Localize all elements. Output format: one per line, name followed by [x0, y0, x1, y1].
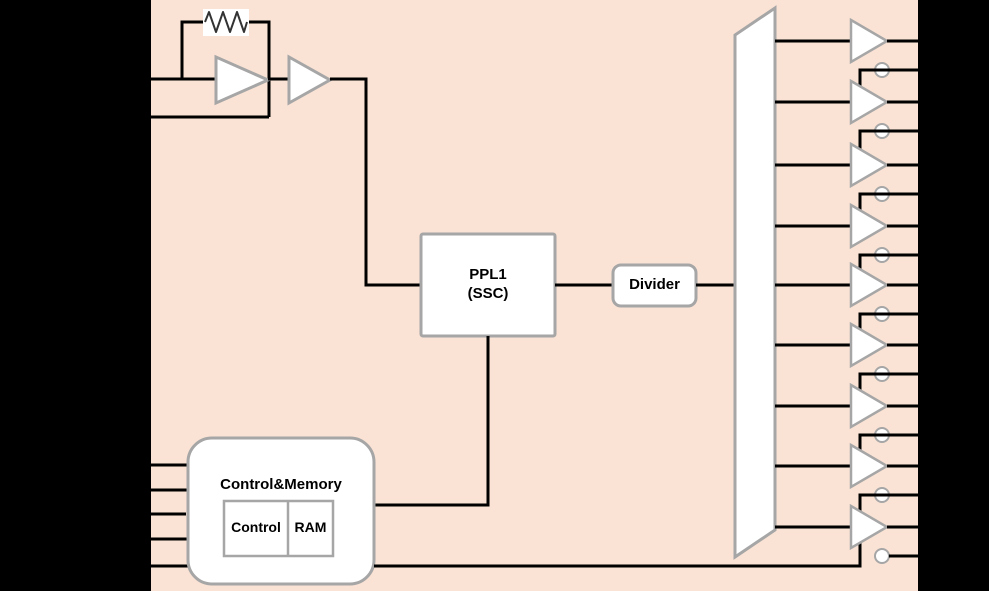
output-buffer-1[interactable]	[849, 18, 918, 93]
output-buffer-8[interactable]	[849, 443, 918, 518]
resistor-right-wire	[247, 20, 271, 117]
divider-block-label: Divider	[629, 276, 680, 293]
mux-to-buffer-wires	[775, 39, 851, 529]
output-buffer-4[interactable]	[849, 203, 918, 276]
control-pin-wires	[151, 463, 196, 568]
output-buffer-9[interactable]	[849, 504, 918, 565]
output-buffer-6[interactable]	[849, 322, 918, 397]
oscillator-amplifier	[214, 54, 272, 106]
ram-subblock-label: RAM	[294, 519, 327, 535]
output-buffer-7[interactable]	[849, 383, 918, 457]
pll-block-label: PPL1 (SSC)	[421, 265, 555, 303]
feedback-loop-wires	[180, 20, 271, 117]
pll-label-line1: PPL1	[469, 266, 507, 283]
pll-label-line2: (SSC)	[467, 285, 509, 302]
output-mux-block[interactable]	[733, 5, 777, 560]
resistor-left-wire	[180, 20, 205, 79]
output-buffer-2[interactable]	[849, 79, 918, 155]
amp2-to-pll-wire	[330, 77, 421, 287]
control-memory-title: Control&Memory	[220, 476, 342, 493]
control-memory-subblocks	[222, 499, 335, 558]
output-buffer-5[interactable]	[849, 262, 918, 336]
output-buffer-3[interactable]	[849, 142, 918, 216]
feedback-resistor	[203, 9, 249, 36]
control-subblock-label: Control	[231, 519, 281, 535]
control-bus-to-outputs-wire	[374, 541, 862, 568]
pll-to-control-wire	[374, 336, 490, 507]
buffer-amplifier	[287, 54, 334, 106]
